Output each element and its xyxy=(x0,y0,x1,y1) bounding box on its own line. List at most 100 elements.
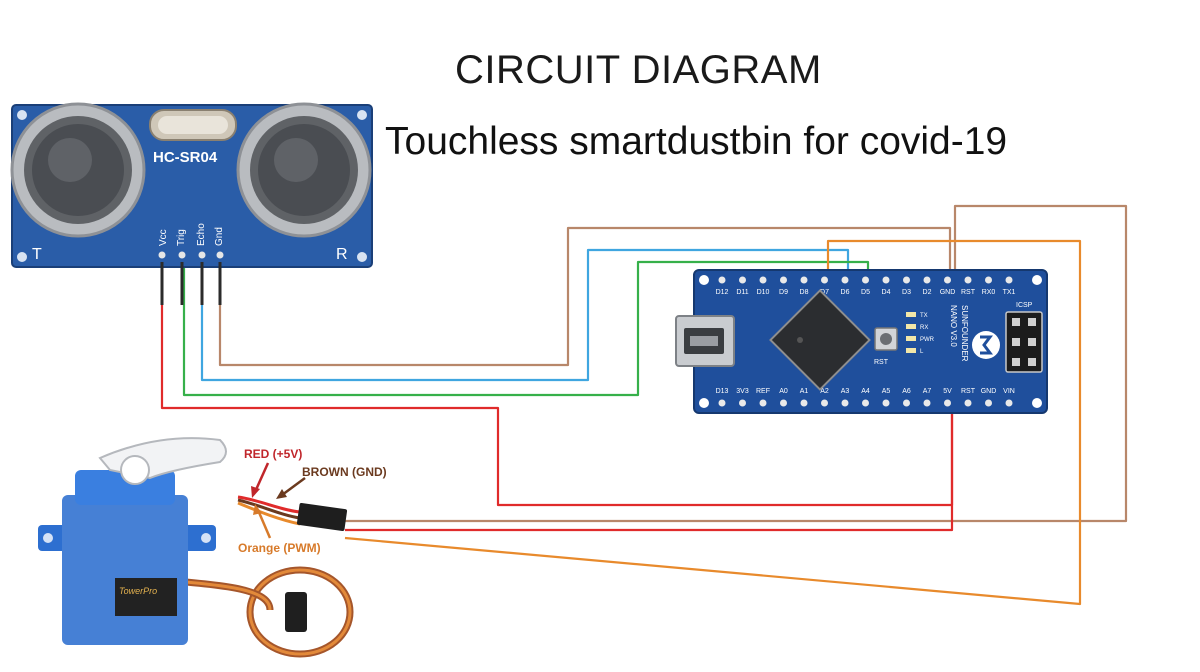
top-pin-label-8: D4 xyxy=(882,289,891,296)
top-pin-2 xyxy=(759,276,767,284)
wire-echo-d6 xyxy=(200,248,850,382)
top-pin-8 xyxy=(882,276,890,284)
label-red-5v: RED (+5V) xyxy=(244,447,302,461)
bottom-pin-12 xyxy=(964,399,972,407)
bottom-pin-label-9: A6 xyxy=(902,388,911,395)
label-orange-pwm: Orange (PWM) xyxy=(238,541,321,555)
led-label-l: L xyxy=(920,349,924,355)
top-pin-10 xyxy=(923,276,931,284)
wire-gnd-d5 xyxy=(182,260,870,397)
wire-servo-pwm xyxy=(344,239,1082,606)
led-label-pwr: PWR xyxy=(920,337,935,343)
led-label-rx: RX xyxy=(920,325,928,331)
sensor-model-label: HC-SR04 xyxy=(153,149,218,166)
bottom-pin-label-2: REF xyxy=(756,388,770,395)
bottom-pin-label-10: A7 xyxy=(923,388,932,395)
arrow-orange xyxy=(256,509,272,539)
bottom-pin-label-5: A2 xyxy=(820,388,829,395)
sunfounder-logo-icon xyxy=(972,331,1000,359)
top-pin-11 xyxy=(944,276,951,284)
bottom-pin-8 xyxy=(882,399,890,407)
board-brand: SUNFOUNDER xyxy=(960,305,969,362)
bottom-pin-label-11: 5V xyxy=(943,388,952,395)
bottom-pin-6 xyxy=(841,399,849,407)
icsp-header xyxy=(1005,311,1043,373)
arrow-red xyxy=(253,462,270,493)
bottom-pin-13 xyxy=(985,399,992,407)
servo-brand: TowerPro xyxy=(119,586,157,596)
wires xyxy=(160,204,1128,606)
board-model: NANO V3.0 xyxy=(949,305,958,347)
microcontroller-chip xyxy=(769,289,871,391)
sensor-pin-label-vcc: Vcc xyxy=(158,229,169,246)
bottom-pin-label-0: D13 xyxy=(716,388,729,395)
top-pin-3 xyxy=(780,276,787,284)
wire-trig-d7 xyxy=(218,226,952,367)
top-pin-4 xyxy=(800,276,808,284)
servo-label-sticker xyxy=(115,578,177,616)
led-label-tx: TX xyxy=(920,313,928,319)
servo-connector xyxy=(296,503,348,531)
top-pin-14 xyxy=(1005,276,1013,284)
top-pin-label-7: D5 xyxy=(861,289,870,296)
top-pin-label-14: TX1 xyxy=(1003,289,1016,296)
top-pin-0 xyxy=(718,276,726,284)
bottom-pin-label-12: RST xyxy=(961,388,976,395)
top-pin-label-9: D3 xyxy=(902,289,911,296)
wire-servo-5v xyxy=(345,405,954,532)
bottom-pin-11 xyxy=(944,399,951,407)
ultrasonic-sensor: HC-SR04 T R Vcc Trig Echo Gnd xyxy=(10,102,373,305)
bottom-pin-label-6: A3 xyxy=(841,388,850,395)
label-brown-gnd: BROWN (GND) xyxy=(302,465,387,479)
bottom-pin-0 xyxy=(718,399,726,407)
bottom-pin-4 xyxy=(800,399,808,407)
bottom-pin-7 xyxy=(862,399,869,407)
top-pin-label-3: D9 xyxy=(779,289,788,296)
top-pin-5 xyxy=(821,276,828,284)
reset-button-label: RST xyxy=(874,359,889,366)
servo-horn xyxy=(98,437,227,480)
top-pin-13 xyxy=(985,276,992,284)
bottom-pin-label-3: A0 xyxy=(779,388,788,395)
bottom-pin-label-7: A4 xyxy=(861,388,870,395)
bottom-pin-label-4: A1 xyxy=(800,388,809,395)
bottom-pin-9 xyxy=(903,399,910,407)
top-pin-label-1: D11 xyxy=(736,289,748,296)
bottom-pin-label-13: GND xyxy=(981,388,997,395)
sensor-pin-label-trig: Trig xyxy=(176,229,187,246)
sensor-pin-label-gnd: Gnd xyxy=(214,227,225,246)
top-pin-9 xyxy=(903,276,910,284)
top-pin-label-5: D7 xyxy=(820,289,829,296)
page-subtitle: Touchless smartdustbin for covid-19 xyxy=(385,120,1008,163)
servo-wire-labels: RED (+5V) BROWN (GND) Orange (PWM) xyxy=(238,447,387,555)
arrow-brown xyxy=(281,476,306,497)
bottom-pin-10 xyxy=(923,399,931,407)
bottom-pin-label-8: A5 xyxy=(882,388,891,395)
servo-cable-connector xyxy=(285,592,307,632)
bottom-pin-3 xyxy=(780,399,787,407)
top-pin-6 xyxy=(841,276,849,284)
status-leds: TX RX PWR L xyxy=(906,312,935,355)
top-pin-label-13: RX0 xyxy=(982,289,996,296)
page-title: CIRCUIT DIAGRAM xyxy=(455,48,822,92)
wire-servo-gnd xyxy=(345,204,1128,523)
servo-motor: TowerPro xyxy=(38,437,354,658)
bottom-pin-1 xyxy=(739,399,746,407)
top-pin-label-4: D8 xyxy=(800,289,809,296)
bottom-pin-2 xyxy=(759,399,767,407)
top-pin-label-0: D12 xyxy=(716,289,729,296)
top-pin-label-10: D2 xyxy=(923,289,932,296)
icsp-label: ICSP xyxy=(1016,302,1033,309)
top-pin-label-6: D6 xyxy=(841,289,850,296)
top-pin-7 xyxy=(862,276,869,284)
bottom-pin-label-1: 3V3 xyxy=(736,388,749,395)
top-pin-1 xyxy=(739,276,746,284)
top-pin-label-2: D10 xyxy=(757,289,770,296)
top-pin-label-12: RST xyxy=(961,289,976,296)
board-pcb xyxy=(694,270,1047,413)
sensor-corner-t: T xyxy=(32,246,42,263)
bottom-pin-14 xyxy=(1005,399,1013,407)
